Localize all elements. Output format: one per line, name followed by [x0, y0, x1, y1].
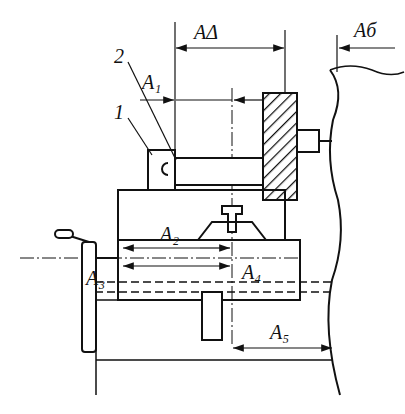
- spindle-stub: [297, 130, 319, 152]
- handwheel: [82, 242, 96, 352]
- part-2-body: [175, 158, 263, 185]
- part-1-bracket: [148, 150, 175, 190]
- lead-screw-axis: [20, 258, 300, 259]
- crank-handle: [55, 230, 73, 238]
- dimension-label: A₄: [240, 262, 263, 282]
- dovetail-guide: [198, 222, 266, 240]
- guide-way: [95, 281, 332, 282]
- dimension-label: A₅: [268, 322, 291, 342]
- lead-nut: [202, 292, 222, 340]
- extension-line: [174, 22, 175, 158]
- extension-line: [284, 30, 285, 94]
- clamp-symbol: [162, 163, 168, 175]
- dimension-line: [176, 47, 284, 48]
- dimension-line: [339, 47, 395, 48]
- slide-outline: [118, 190, 285, 240]
- hatched-block: [263, 93, 297, 200]
- dimension-label: AΔ: [192, 22, 220, 42]
- callout-number: 1: [112, 102, 126, 122]
- t-bolt: [222, 206, 242, 232]
- body-top: [330, 66, 404, 75]
- dimension-line: [233, 347, 332, 348]
- dimension-line: [200, 247, 230, 248]
- dimension-line: [140, 99, 174, 100]
- dimension-label: A₂: [158, 224, 181, 244]
- dimension-label: A₁: [140, 72, 163, 92]
- dimension-line: [234, 99, 262, 100]
- leader-line: [128, 62, 176, 160]
- dimension-label: A₃: [84, 268, 107, 288]
- leader-line: [128, 118, 152, 155]
- dimension-line: [123, 265, 175, 266]
- callout-number: 2: [112, 46, 126, 66]
- dimension-line: [176, 99, 232, 100]
- body-outline: [328, 70, 340, 395]
- dimension-line: [175, 265, 230, 266]
- extension-line: [336, 35, 337, 72]
- dimension-line: [123, 247, 200, 248]
- dimension-label: Aб: [352, 20, 378, 40]
- screw-shaft: [96, 257, 118, 259]
- base-outline: [96, 300, 332, 395]
- spindle-line: [319, 140, 332, 142]
